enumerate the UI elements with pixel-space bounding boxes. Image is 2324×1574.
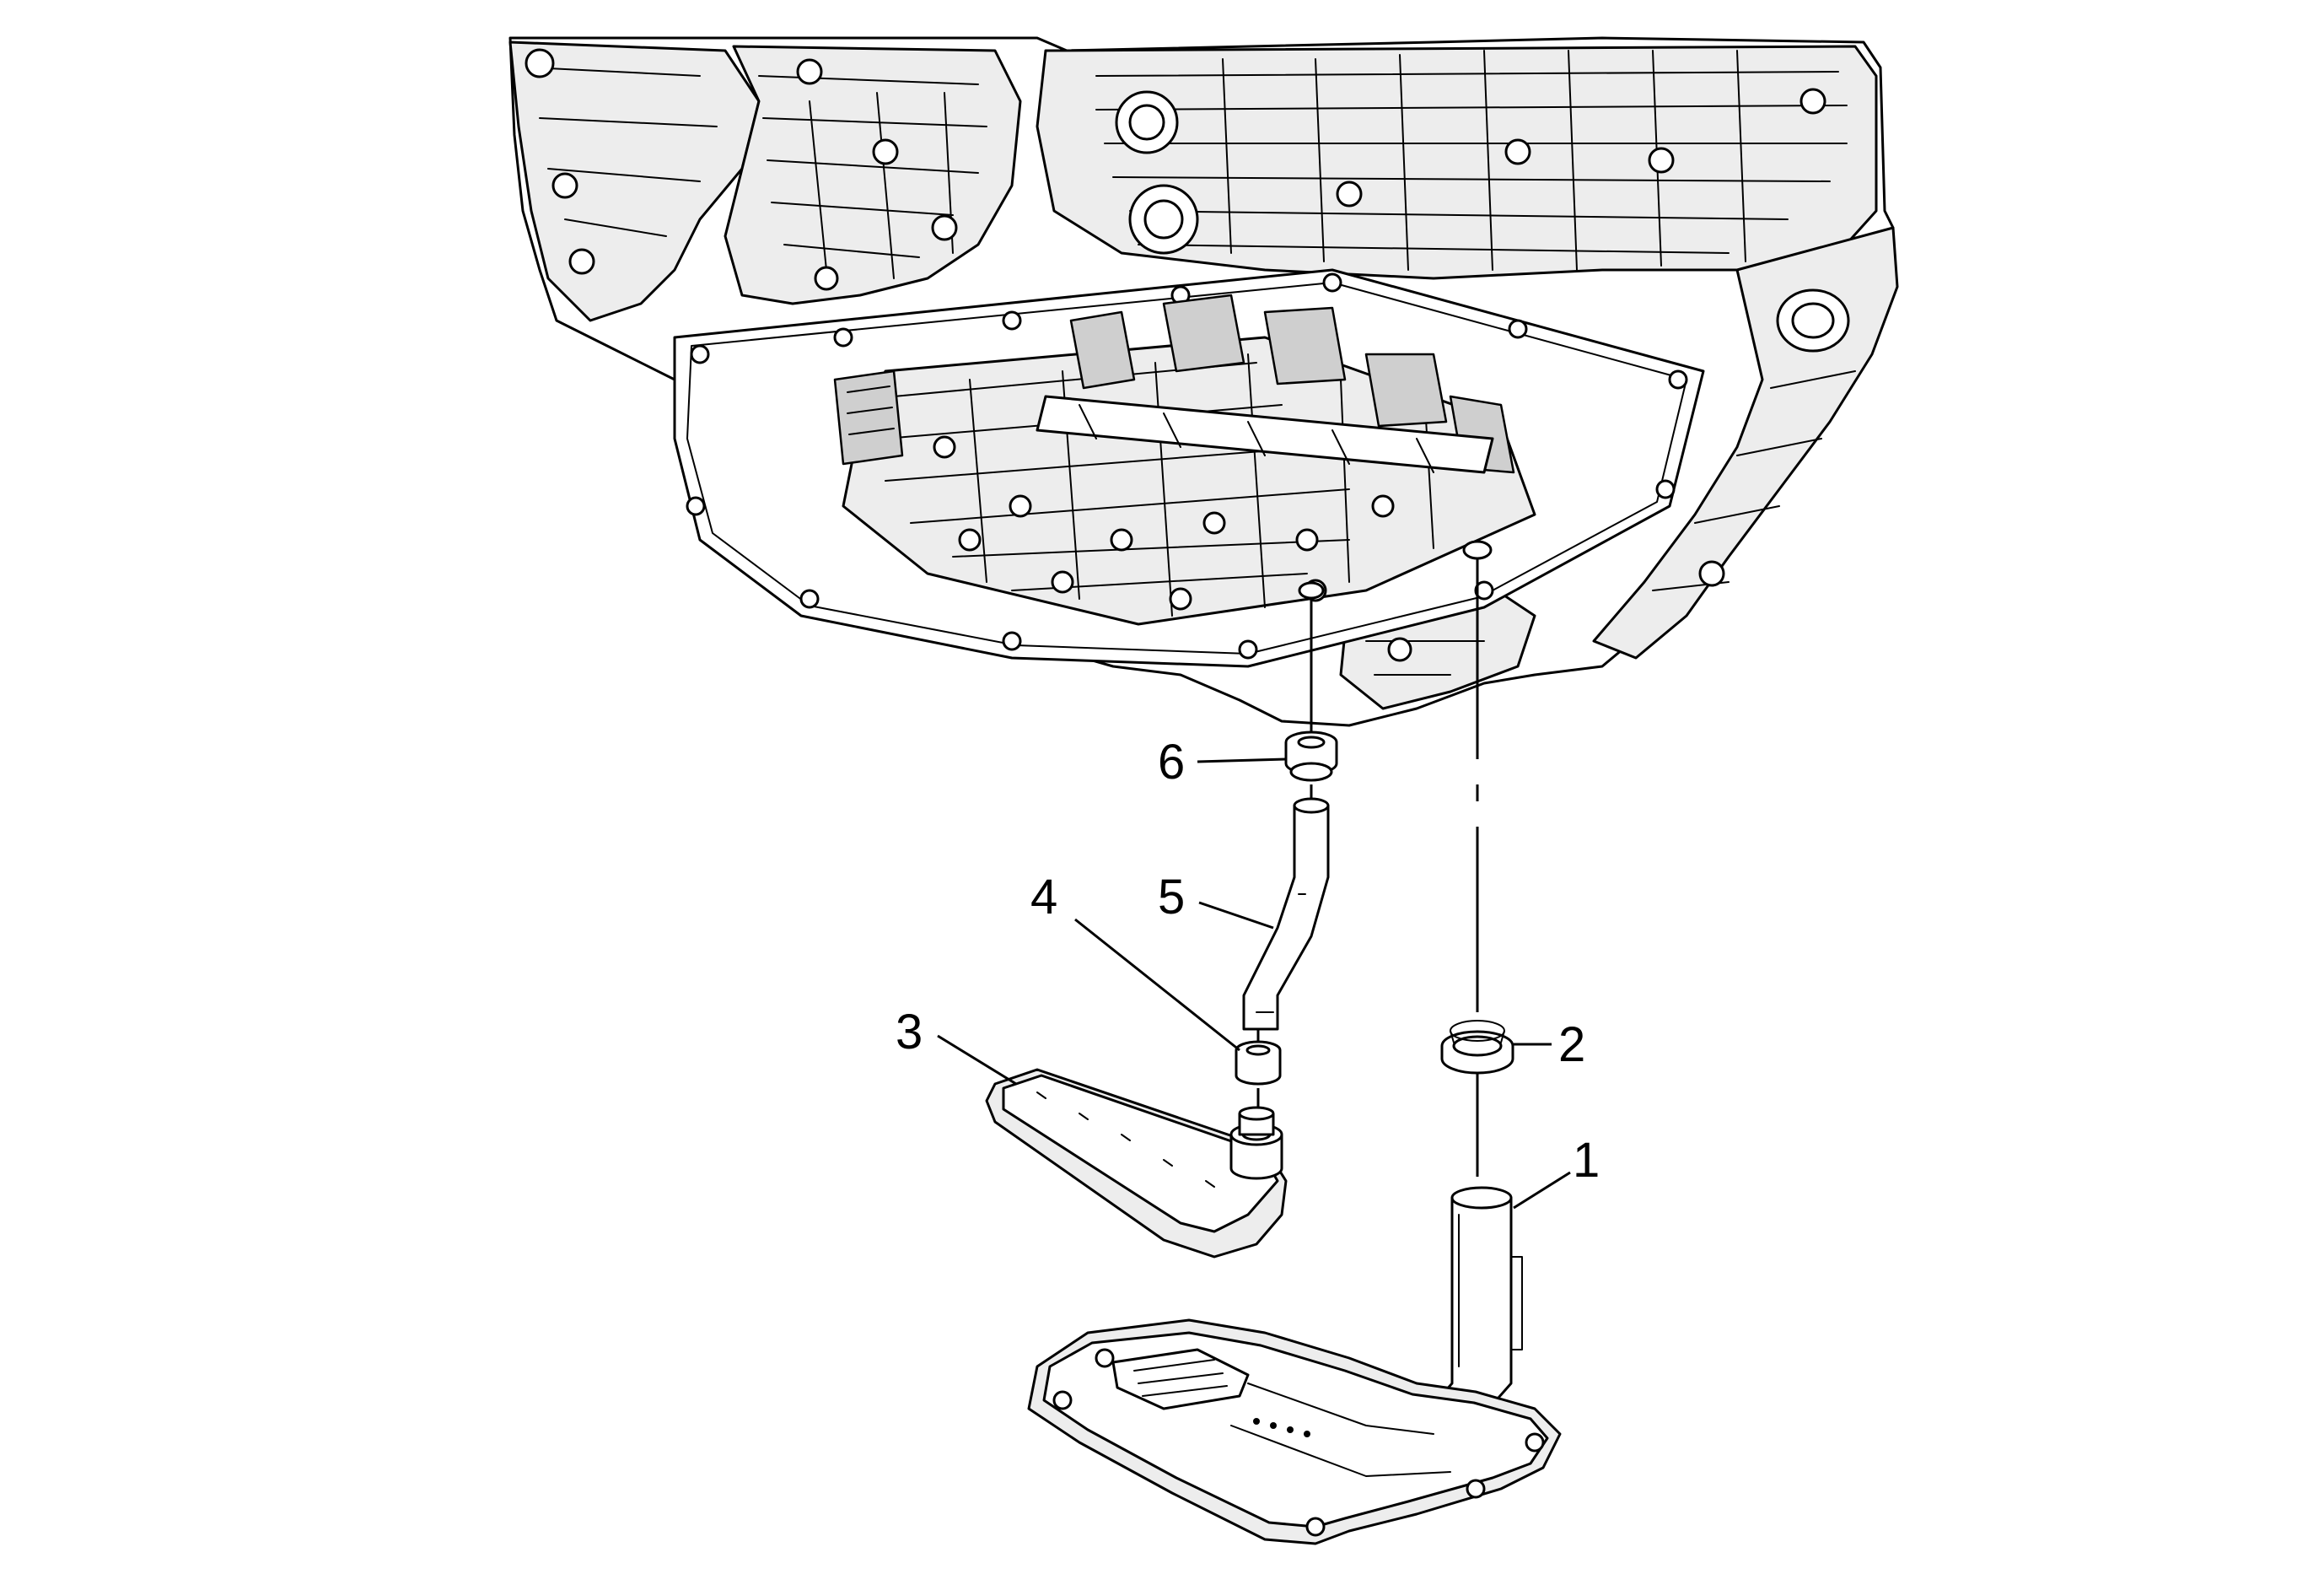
leader-line-3 — [937, 1034, 1017, 1086]
callout-6: 6 — [1158, 735, 1185, 790]
callout-4: 4 — [1030, 870, 1057, 924]
part-5-tube — [1242, 797, 1330, 1031]
leader-lines — [937, 757, 1571, 1210]
callout-3: 3 — [896, 1005, 923, 1059]
transmission-case — [508, 36, 1899, 727]
callout-labels: 1 2 3 4 5 6 — [896, 735, 1600, 1188]
leader-line-4 — [1074, 918, 1240, 1052]
part-6-seal — [1284, 730, 1338, 782]
leader-line-5 — [1198, 901, 1274, 930]
leader-line-6 — [1197, 757, 1287, 763]
callout-5: 5 — [1158, 870, 1185, 924]
part-4-seal — [1235, 1040, 1282, 1086]
leader-line-1 — [1513, 1171, 1571, 1210]
part-1-filter — [1027, 1186, 1562, 1545]
part-2-seal — [1440, 1020, 1514, 1075]
part-3-filter — [985, 1068, 1288, 1259]
callout-2: 2 — [1558, 1017, 1585, 1072]
callout-1: 1 — [1573, 1133, 1600, 1188]
